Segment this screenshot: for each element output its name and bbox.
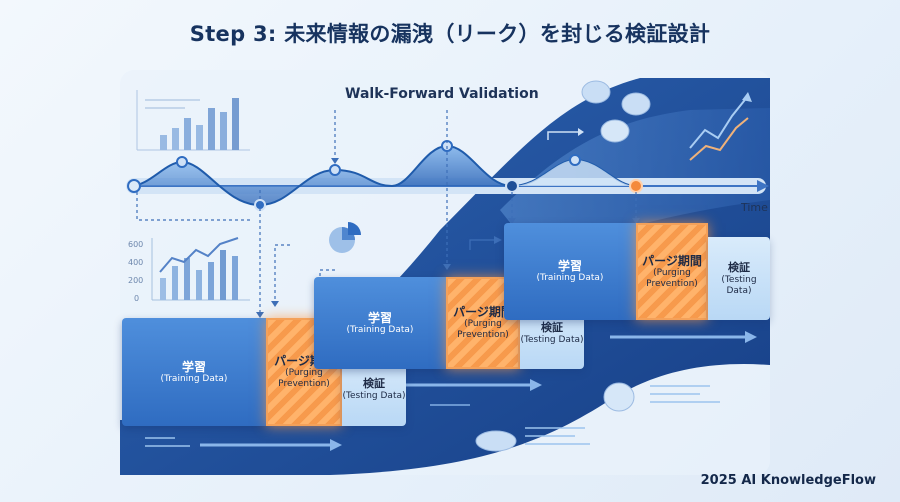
swoosh-arrow <box>547 131 578 140</box>
fold-2-training-sublabel: (Training Data) <box>346 324 414 335</box>
mini-chart-tick: 400 <box>128 258 144 267</box>
page-title: Step 3: 未来情報の漏洩（リーク）を封じる検証設計 <box>189 22 711 46</box>
fold-2-training-label: 学習 <box>367 310 392 325</box>
fold-1-training-sublabel: (Training Data) <box>160 373 228 384</box>
fold-2-purge-sublabel-2: Prevention) <box>457 330 509 340</box>
flow-arrows <box>200 331 757 451</box>
fold-2-testing-sublabel: (Testing Data) <box>520 334 584 345</box>
mini-chart-tick: 0 <box>134 294 140 303</box>
trend-line-chart <box>689 92 752 161</box>
footer-credit: 2025 AI KnowledgeFlow <box>700 473 876 488</box>
fold-3-testing-block: 検証 (Testing Data) <box>708 237 770 320</box>
fold-2-purge-block: パージ期間 (Purging Prevention) <box>446 277 520 369</box>
guide-arrowheads <box>256 158 640 318</box>
fold-2-purge-label: パージ期間 <box>453 305 513 319</box>
fold-3-training-label: 学習 <box>557 259 582 273</box>
fold-1-training-block: 学習 (Training Data) <box>122 318 266 426</box>
guide-elbow <box>469 239 496 250</box>
fold-2-purge-sublabel-1: (Purging <box>464 319 502 329</box>
fold-3-purge-sublabel-2: Prevention) <box>646 278 698 289</box>
fold-1-purge-sublabel-2: Prevention) <box>278 379 330 389</box>
fold-3-testing-sublabel: (Testing Data) <box>721 274 757 296</box>
fold-1-testing-label: 検証 <box>363 376 385 390</box>
fold-3-purge-sublabel-1: (Purging <box>653 267 691 278</box>
decorative-lines <box>145 385 720 447</box>
fold-1-purge-sublabel-1: (Purging <box>285 368 323 378</box>
mini-chart-tick: 600 <box>128 240 144 249</box>
fold-3-training-block: 学習 (Training Data) <box>504 223 636 320</box>
fold-3-purge-block: パージ期間 (Purging Prevention) <box>636 223 708 320</box>
swoosh-arrowhead <box>578 128 584 136</box>
mini-bar-chart <box>136 90 250 151</box>
pie-chart-icon <box>329 222 361 253</box>
mini-line-chart <box>151 237 250 301</box>
fold-1-testing-sublabel: (Testing Data) <box>342 390 406 401</box>
fold-3-testing-label: 検証 <box>728 260 750 274</box>
fold-2-training-block: 学習 (Training Data) <box>314 277 446 369</box>
time-axis-label: Time <box>741 201 768 214</box>
diagram-label: Walk-Forward Validation <box>345 86 539 102</box>
dashed-guides <box>136 110 637 316</box>
fold-2-testing-label: 検証 <box>541 320 563 334</box>
fold-3-training-sublabel: (Training Data) <box>536 273 604 283</box>
fold-3-purge-label: パージ期間 <box>642 253 702 268</box>
mini-chart-tick: 200 <box>128 276 144 285</box>
coin-icons <box>475 80 651 452</box>
fold-1-training-label: 学習 <box>181 359 206 374</box>
